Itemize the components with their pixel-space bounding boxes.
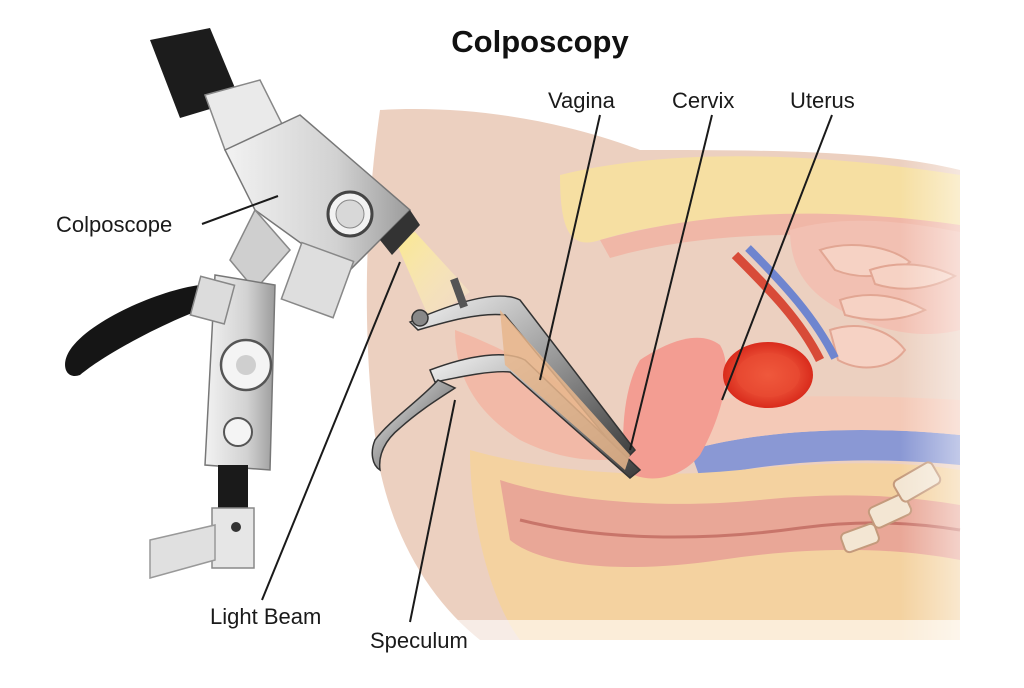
label-uterus: Uterus xyxy=(790,88,855,113)
label-vagina: Vagina xyxy=(548,88,615,113)
label-speculum: Speculum xyxy=(370,628,468,653)
leader-cervix xyxy=(629,114,713,451)
label-light-beam: Light Beam xyxy=(210,604,322,629)
lens xyxy=(380,210,420,255)
bladder xyxy=(690,430,960,478)
handle xyxy=(65,285,215,376)
leader-uterus xyxy=(721,114,833,401)
label-colposcope: Colposcope xyxy=(56,212,173,237)
scope-head xyxy=(223,114,412,276)
diagram-title: Colposcopy xyxy=(451,24,629,59)
joint-knob-lower xyxy=(223,417,253,447)
artery xyxy=(731,251,825,363)
leader-colposcope xyxy=(201,195,279,225)
leader-vagina xyxy=(539,114,601,381)
leader-speculum xyxy=(409,399,456,623)
light-beam xyxy=(395,232,470,320)
pelvic-floor xyxy=(690,396,960,450)
vein xyxy=(745,245,839,360)
colposcope xyxy=(65,28,420,579)
leader-light-beam xyxy=(261,261,401,601)
stand-arm xyxy=(149,524,216,579)
label-cervix: Cervix xyxy=(672,88,735,113)
anatomy-cross-section xyxy=(366,100,1024,683)
speculum xyxy=(371,277,642,479)
leader-lines xyxy=(201,114,833,623)
